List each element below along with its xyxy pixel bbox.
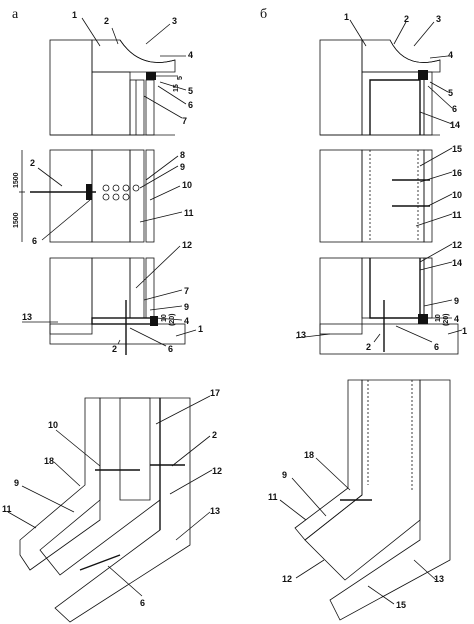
callout-a-mid-2: 2 [30,158,35,168]
callout-a-corner-9: 9 [14,478,19,488]
callout-a-top-3: 3 [172,16,177,26]
callout-a-mid-11: 11 [184,208,194,218]
dim-gap-bot-a2: (20) [169,314,176,326]
callout-b-corner-9: 9 [282,470,287,480]
dim-spacing-a: 1500 [13,172,20,188]
panel-letter-a: а [12,7,19,22]
callout-a-corner-11: 11 [2,504,12,514]
callout-a-corner-12: 12 [212,466,222,476]
callout-b-mid-15: 15 [452,144,462,154]
callout-a-corner-13: 13 [210,506,220,516]
callout-b-corner-12: 12 [282,574,292,584]
callout-a-top-4: 4 [188,50,193,60]
callout-a-top-1: 1 [72,10,77,20]
panel-a-bottom-section: 10 (20) [49,257,186,355]
callout-a-bot-9: 9 [184,302,189,312]
callout-a-top-6: 6 [188,100,193,110]
callout-a-bot-6: 6 [168,344,173,354]
callout-a-corner-17: 17 [210,388,220,398]
panel-a-corner-section [19,397,191,623]
panel-letter-b: б [260,7,267,22]
callout-a-bot-4: 4 [184,316,189,326]
callout-b-mid-16: 16 [452,168,462,178]
panel-b-mid-section [319,149,433,243]
callout-b-top-6: 6 [452,104,457,114]
panel-b-corner-section [294,379,451,621]
callout-b-corner-11: 11 [268,492,278,502]
callout-b-top-1: 1 [344,12,349,22]
callout-b-mid-11: 11 [452,210,462,220]
callout-b-bot-6: 6 [434,342,439,352]
callout-b-corner-13: 13 [434,574,444,584]
dim-spacing-b: 1500 [13,212,20,228]
callout-a-top-7: 7 [182,116,187,126]
callout-a-mid-6: 6 [32,236,37,246]
callout-a-corner-6: 6 [140,598,145,608]
panel-b-callouts: 1 2 3 4 5 6 14 15 16 10 11 12 14 9 4 1 1… [268,12,467,610]
callout-a-top-2: 2 [104,16,109,26]
callout-b-bot-1: 1 [462,326,467,336]
callout-b-top-14: 14 [450,120,460,130]
callout-a-bot-1: 1 [198,324,203,334]
dim-gap-top-b: 5 [177,76,184,80]
callout-b-corner-15: 15 [396,600,406,610]
dim-gap-bot-b2: (20) [443,314,450,326]
callout-a-bot-7: 7 [184,286,189,296]
callout-a-bot-12: 12 [182,240,192,250]
callout-b-bot-14: 14 [452,258,462,268]
panel-b-top-section [319,39,441,136]
callout-b-bot-13: 13 [296,330,306,340]
callout-b-top-5: 5 [448,88,453,98]
callout-b-corner-18: 18 [304,450,314,460]
callout-a-mid-8: 8 [180,150,185,160]
callout-b-bot-4: 4 [454,314,459,324]
callout-b-mid-10: 10 [452,190,462,200]
callout-a-top-5: 5 [188,86,193,96]
callout-b-bot-2: 2 [366,342,371,352]
panel-a-mid-section: 1500 1500 [13,149,155,243]
dim-gap-bot-a: 10 [161,314,168,322]
callout-a-corner-18: 18 [44,456,54,466]
callout-b-top-2: 2 [404,14,409,24]
callout-a-mid-10: 10 [182,180,192,190]
callout-b-bot-9: 9 [454,296,459,306]
dim-gap-top: 15 [173,84,180,92]
callout-b-top-3: 3 [436,14,441,24]
callout-a-corner-10: 10 [48,420,58,430]
callout-a-corner-2: 2 [212,430,217,440]
panel-b-bottom-section: 10 (20) [319,257,459,355]
callout-b-top-4: 4 [448,50,453,60]
panel-a-callouts: 1 2 3 4 5 6 7 15 5 2 8 9 10 11 6 12 7 9 … [2,10,222,608]
callout-a-bot-2: 2 [112,344,117,354]
callout-b-bot-12: 12 [452,240,462,250]
callout-a-bot-13: 13 [22,312,32,322]
callout-a-mid-9: 9 [180,162,185,172]
panel-a-top-section [49,39,178,136]
